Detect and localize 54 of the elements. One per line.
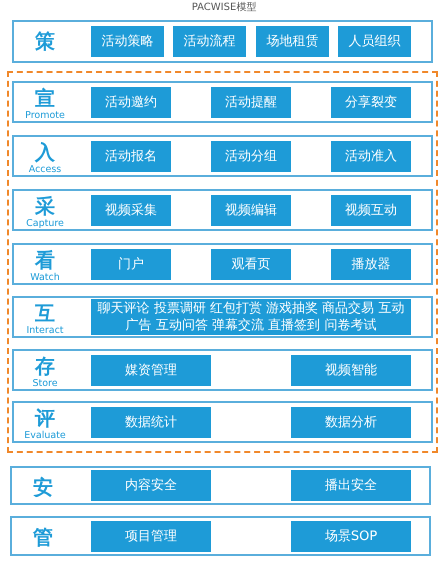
layer-heading: 宣 [34,86,56,110]
feature-box: 活动分组 [211,140,291,172]
feature-box: 数据分析 [291,406,411,438]
layer-row [10,466,431,505]
feature-box: 分享裂变 [331,86,411,118]
feature-box: 活动提醒 [211,86,291,118]
layer-heading: 入 [34,140,56,164]
layer-subtitle: Interact [25,325,65,336]
feature-box: 视频互动 [331,194,411,226]
feature-box: 视频智能 [291,354,411,386]
layer-row [12,296,433,338]
layer-heading: 采 [34,194,56,218]
layer-row [12,135,433,177]
layer-row [12,189,433,231]
feature-box: 观看页 [211,248,291,280]
layer-heading: 存 [34,354,56,378]
feature-box: 活动策略 [91,26,164,57]
feature-box: 活动报名 [91,140,171,172]
feature-box: 内容安全 [91,470,211,501]
feature-box: 人员组织 [338,26,411,57]
layer-heading: 评 [34,406,56,430]
layer-row [12,20,433,63]
feature-box: 媒资管理 [91,354,211,386]
feature-box: 活动准入 [331,140,411,172]
feature-box: 数据统计 [91,406,211,438]
feature-box: 门户 [91,248,171,280]
layer-row [12,81,433,123]
dashed-frame [7,71,438,453]
layer-heading: 互 [34,301,56,325]
feature-box: 场地租赁 [256,26,329,57]
layer-subtitle: Watch [29,272,61,283]
feature-box: 播出安全 [291,470,411,501]
layer-subtitle: Promote [24,110,66,121]
feature-box: 视频采集 [91,194,171,226]
layer-heading: 策 [34,29,56,53]
layer-row [12,401,433,443]
layer-subtitle: Access [28,164,62,175]
layer-heading: 看 [34,248,56,272]
layer-row [12,349,433,391]
feature-box: 活动邀约 [91,86,171,118]
layer-subtitle: Evaluate [23,430,67,441]
feature-box: 项目管理 [91,520,211,552]
layer-row [10,516,431,556]
layer-heading: 安 [32,475,54,499]
feature-box: 视频编辑 [211,194,291,226]
layer-subtitle: Capture [25,218,65,229]
layer-subtitle: Store [31,378,59,389]
feature-box: 活动流程 [173,26,246,57]
feature-box: 场景SOP [291,520,411,552]
layer-row [12,243,433,285]
title: PACWISE模型 [190,0,258,14]
feature-box: 播放器 [331,248,411,280]
layer-heading: 管 [32,525,54,549]
feature-box: 聊天评论 投票调研 红包打赏 游戏抽奖 商品交易 互动广告 互动问答 弹幕交流 直播签到 问卷考试 [91,299,411,335]
